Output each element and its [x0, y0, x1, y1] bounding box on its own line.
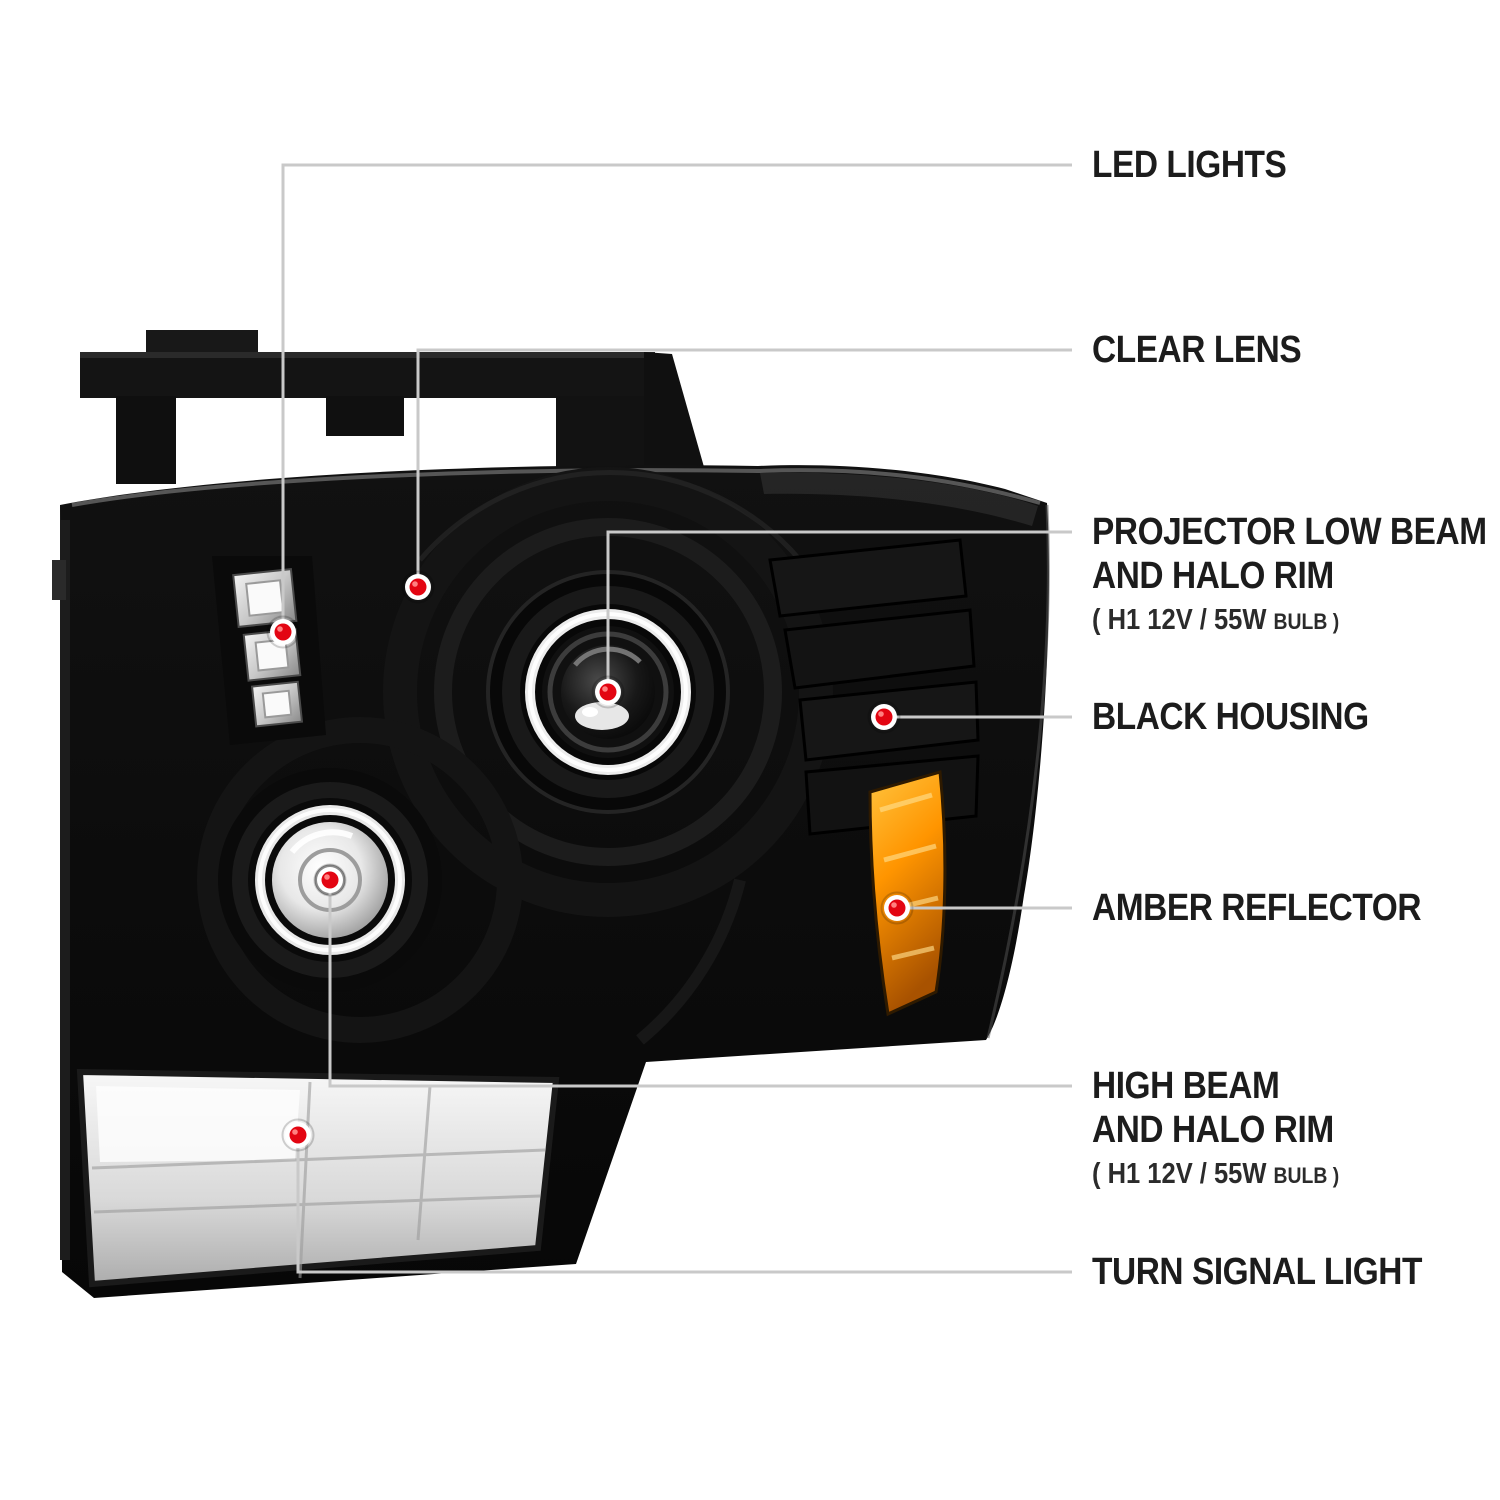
- marker-projector-low-beam: [591, 675, 625, 709]
- clear-lens-highlights: [52, 468, 1050, 1260]
- callout-markers: [266, 570, 914, 1152]
- marker-led-lights: [266, 615, 300, 649]
- marker-high-beam: [313, 863, 347, 897]
- callout-lines: [281, 163, 1072, 1274]
- marker-turn-signal: [281, 1118, 315, 1152]
- marker-clear-lens: [401, 570, 435, 604]
- led-strip: [212, 556, 326, 745]
- leader-high-beam: [328, 880, 1072, 1088]
- leader-turn-signal: [296, 1135, 1072, 1274]
- marker-amber-reflector: [880, 891, 914, 925]
- amber-reflector-part: [868, 770, 947, 1017]
- housing-ribs: [197, 467, 980, 1045]
- turn-signal-lens: [76, 1068, 560, 1288]
- marker-black-housing: [867, 700, 901, 734]
- leader-projector-low-beam: [606, 530, 1072, 692]
- leader-clear-lens: [416, 348, 1072, 587]
- mounting-bracket: [80, 330, 706, 484]
- leader-led-lights: [281, 163, 1072, 632]
